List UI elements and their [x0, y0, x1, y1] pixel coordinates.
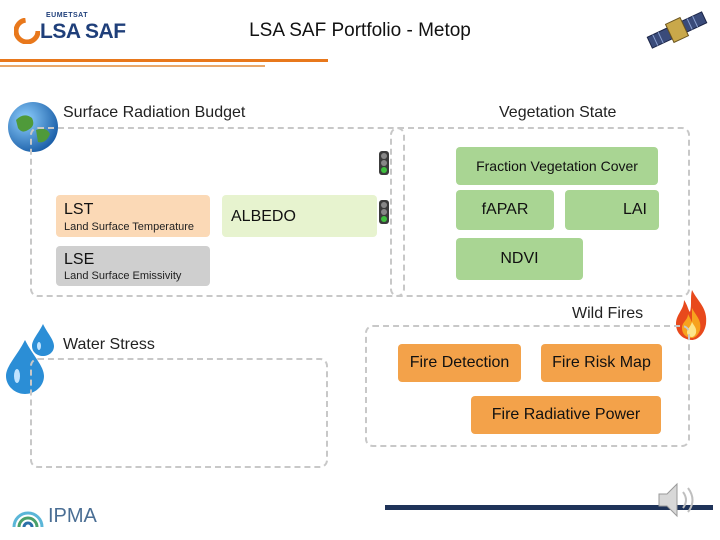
traffic-light-icon — [379, 151, 389, 175]
section-title-water-stress: Water Stress — [63, 336, 155, 353]
vegetation-state-panel — [390, 127, 690, 297]
product-lse-name: Land Surface Emissivity — [64, 270, 182, 282]
product-lse[interactable]: LSE Land Surface Emissivity — [56, 246, 210, 286]
water-drop-icon — [32, 324, 54, 356]
speaker-icon[interactable] — [655, 478, 707, 522]
water-stress-panel — [30, 358, 328, 468]
header-accent-bar — [0, 59, 328, 62]
ipma-logo: IPMA — [48, 505, 97, 527]
radiation-budget-panel — [30, 127, 405, 297]
water-drop-icon — [6, 340, 44, 394]
section-title-radiation-budget: Surface Radiation Budget — [63, 104, 246, 121]
product-albedo-label: ALBEDO — [231, 208, 296, 225]
product-lai[interactable]: LAI — [565, 190, 659, 230]
product-albedo[interactable]: ALBEDO — [222, 195, 377, 237]
product-fvc[interactable]: Fraction Vegetation Cover — [456, 147, 658, 185]
section-title-wild-fires: Wild Fires — [572, 305, 644, 322]
lsa-saf-swirl-icon — [14, 18, 40, 44]
globe-icon — [8, 102, 58, 152]
satellite-icon — [646, 11, 708, 49]
header-accent-bar-secondary — [0, 65, 265, 67]
product-fire-detection[interactable]: Fire Detection — [398, 344, 521, 382]
eumetsat-label: EUMETSAT — [46, 12, 88, 19]
product-ndvi[interactable]: NDVI — [456, 238, 583, 280]
product-fire-risk-map[interactable]: Fire Risk Map — [541, 344, 662, 382]
lsa-saf-logo: LSA SAF — [40, 20, 126, 43]
footer-bar — [385, 505, 713, 510]
product-lst[interactable]: LST Land Surface Temperature — [56, 195, 210, 237]
product-fire-radiative-power[interactable]: Fire Radiative Power — [471, 396, 661, 434]
traffic-light-icon — [379, 200, 389, 224]
page-title: LSA SAF Portfolio - Metop — [249, 20, 471, 41]
ipma-logo-icon — [12, 511, 44, 528]
product-lst-name: Land Surface Temperature — [64, 221, 195, 233]
product-fapar[interactable]: fAPAR — [456, 190, 554, 230]
section-title-vegetation-state: Vegetation State — [499, 104, 617, 121]
product-lse-code: LSE — [64, 251, 95, 268]
product-lst-code: LST — [64, 201, 94, 218]
wild-fires-panel — [365, 325, 690, 447]
